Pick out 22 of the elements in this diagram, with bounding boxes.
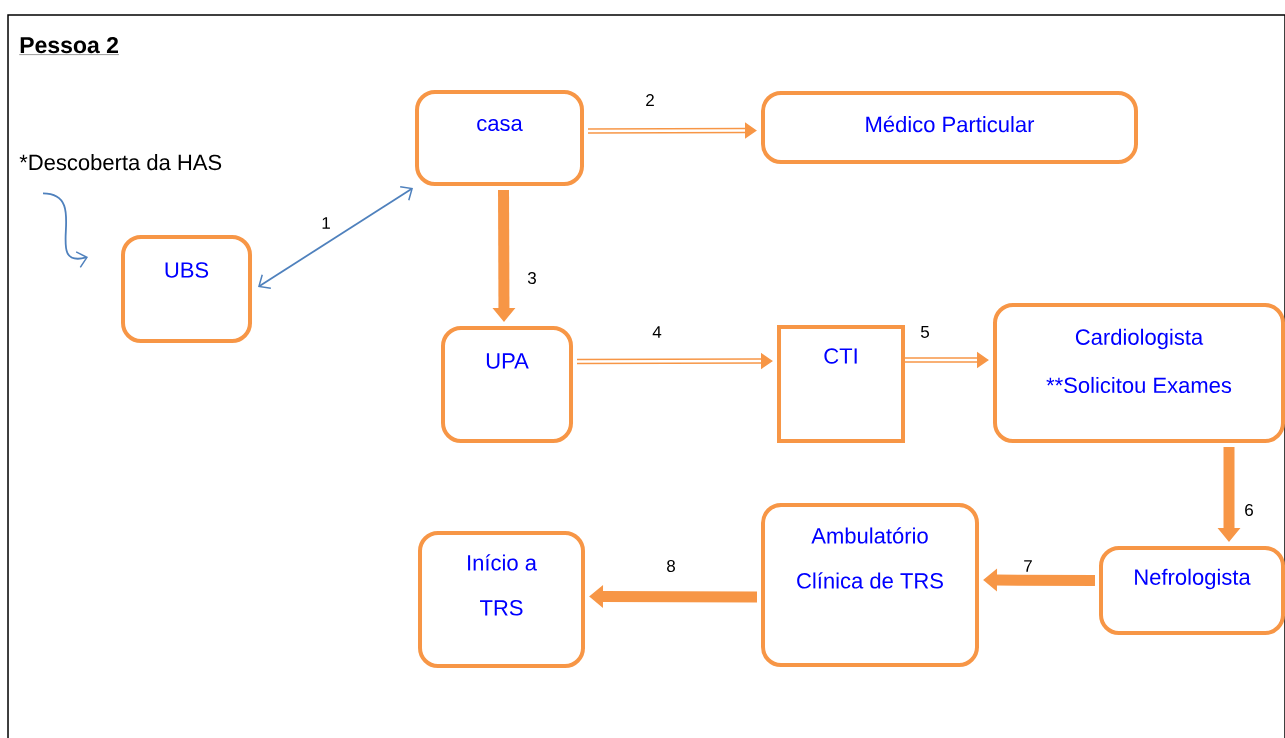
edge-label: 4 xyxy=(652,326,662,338)
edge-label: 8 xyxy=(667,559,675,572)
edge-label: 7 xyxy=(1024,560,1032,572)
process-box: Cardiologista **Solicitou Exames xyxy=(993,303,1285,443)
edge-label: 3 xyxy=(527,272,536,284)
title: Pessoa 2 xyxy=(19,36,120,55)
process-box: Médico Particular xyxy=(761,91,1138,164)
edge-label: 5 xyxy=(920,326,929,338)
process-box: casa xyxy=(415,90,584,186)
unit-box: CTI xyxy=(777,325,905,443)
process-box: UBS xyxy=(121,235,252,343)
process-box: Ambulatório Clínica de TRS xyxy=(761,503,979,667)
process-box: UPA xyxy=(441,326,573,443)
arrow xyxy=(588,122,757,139)
arrow xyxy=(258,185,413,290)
note-text: *Descoberta da HAS xyxy=(19,154,222,171)
arrow xyxy=(42,192,88,269)
edge-label: 2 xyxy=(646,94,654,106)
edge-label: 6 xyxy=(1245,503,1253,516)
process-box: Nefrologista xyxy=(1099,546,1285,635)
edge-label: 1 xyxy=(322,217,330,229)
process-box: Início a TRS xyxy=(418,531,585,668)
